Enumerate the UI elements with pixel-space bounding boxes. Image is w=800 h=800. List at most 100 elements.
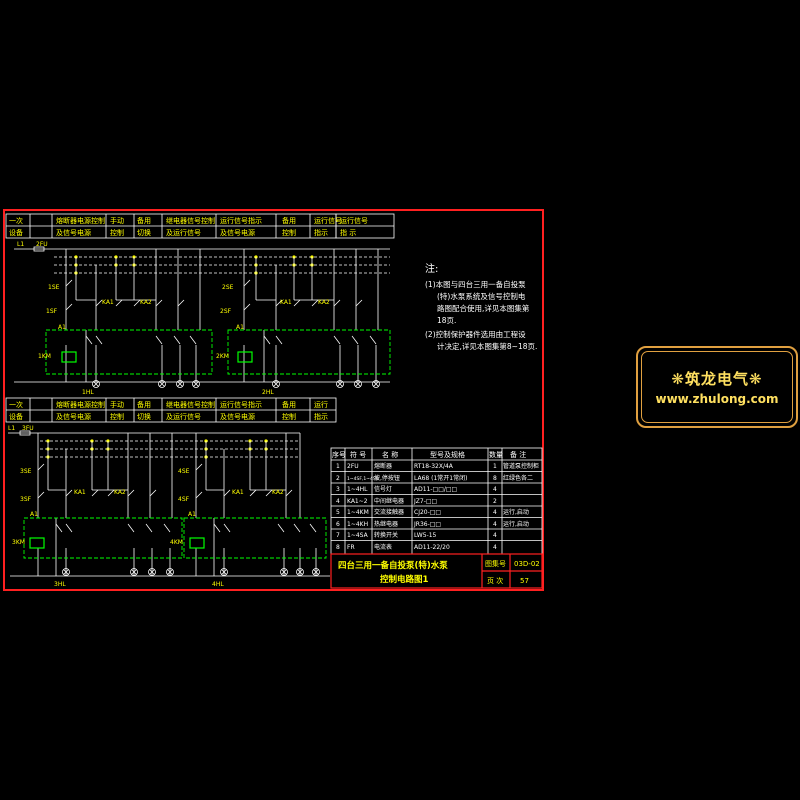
ka-label: KA1: [232, 489, 244, 496]
drawing-title-line2: 控制电路图1: [380, 574, 429, 585]
svg-text:指示: 指示: [314, 228, 328, 237]
logo-name: ❋筑龙电气❋: [671, 370, 763, 388]
drawing-frame: [3, 209, 544, 591]
ref-label-1se: 1SE: [48, 284, 60, 291]
terminal-label: A1: [188, 511, 196, 518]
drawing-title-line1: 四台三用一备自投泵(特)水泵: [338, 560, 448, 571]
table-cell: JR36-□□: [413, 521, 441, 528]
table-cell: 1: [336, 463, 340, 470]
ref-label-4sf: 4SF: [178, 496, 190, 503]
ref-label-3sf: 3SF: [20, 496, 32, 503]
middle-header-strip: [5, 397, 337, 423]
svg-text:控制: 控制: [110, 412, 124, 421]
page-label: 页 次: [487, 576, 503, 585]
table-cell: 8: [493, 475, 497, 482]
svg-text:设备: 设备: [9, 228, 23, 237]
table-cell: 管道泵控制柜: [503, 462, 539, 470]
svg-text:及信号电源: 及信号电源: [56, 228, 91, 237]
table-cell: 热继电器: [374, 520, 398, 528]
table-cell: 电流表: [374, 543, 392, 551]
ka-label: KA2: [114, 489, 126, 496]
table-cell: 1: [493, 463, 497, 470]
table-cell: JZ7-□□: [413, 498, 437, 505]
svg-text:及信号电源: 及信号电源: [56, 412, 91, 421]
svg-text:控制: 控制: [282, 228, 296, 237]
table-cell: 1~4KM: [347, 509, 369, 516]
relay-coil-4: [189, 537, 205, 549]
table-cell: KA1~2: [347, 498, 368, 505]
svg-text:指示: 指示: [314, 412, 328, 421]
notes-line: 18页.: [437, 316, 456, 325]
terminal-label: A1: [30, 511, 38, 518]
notes-line: (2)控制保护器件选用由工程设: [425, 329, 526, 339]
table-cell: 2: [493, 498, 497, 505]
ref-label-1sf: 1SF: [46, 308, 58, 315]
ka-label: KA2: [140, 299, 152, 306]
table-cell: 5: [336, 509, 340, 516]
ka-label: KA1: [102, 299, 114, 306]
title-block: 四台三用一备自投泵(特)水泵 控制电路图1 图集号 03D-02 页 次 57: [330, 553, 543, 589]
watermark-logo-inner: ❋筑龙电气❋ www.zhulong.com: [641, 351, 793, 423]
lower-circuit: L1 3FU: [8, 425, 330, 588]
notes-line: 路图配合使用,详见本图集第: [437, 303, 530, 313]
table-cell: 4: [493, 544, 497, 551]
svg-text:运行信号: 运行信号: [340, 216, 368, 225]
drawing-no: 03D-02: [514, 560, 540, 568]
table-cell: FR: [347, 544, 355, 551]
svg-text:熔断器电源控制: 熔断器电源控制: [56, 216, 105, 225]
table-cell: 转换开关: [374, 531, 398, 539]
drawing-no-label: 图集号: [485, 559, 506, 568]
table-cell: 1~4SF,1~4SE: [347, 476, 379, 482]
table-cell: AD11-□□/□□: [414, 486, 457, 493]
bus-label-bottom: L1: [8, 425, 15, 432]
svg-text:备用: 备用: [282, 400, 296, 409]
table-cell: 7: [336, 532, 340, 539]
terminal-label: A1: [236, 324, 244, 331]
logo-url: www.zhulong.com: [655, 392, 779, 406]
svg-text:继电器信号控制: 继电器信号控制: [166, 216, 215, 225]
table-cell: 运行,启动: [503, 508, 529, 516]
ref-label-2sf: 2SF: [220, 308, 232, 315]
table-cell: 熔断器: [374, 462, 392, 470]
ref-label-4se: 4SE: [178, 468, 190, 475]
svg-text:及信号电源: 及信号电源: [220, 228, 255, 237]
table-cell: 4: [493, 509, 497, 516]
table-cell: LA68 (1常开1常闭): [414, 474, 467, 482]
fuse-label-top: 2FU: [36, 241, 48, 248]
svg-text:备用: 备用: [137, 216, 151, 225]
relay-coil-3: [29, 537, 45, 549]
table-header: 备 注: [510, 450, 526, 459]
bus-label-top: L1: [17, 241, 24, 248]
svg-text:指 示: 指 示: [340, 228, 356, 237]
ka-label: KA1: [280, 299, 292, 306]
hl-label: 2HL: [262, 389, 274, 396]
table-cell: 4: [493, 486, 497, 493]
svg-text:设备: 设备: [9, 412, 23, 421]
table-cell: 1~4HL: [347, 486, 368, 493]
table-cell: 交流接触器: [374, 508, 404, 516]
svg-text:切换: 切换: [137, 228, 151, 237]
watermark-logo: ❋筑龙电气❋ www.zhulong.com: [636, 346, 798, 428]
ref-label-3se: 3SE: [20, 468, 32, 475]
relay-coil-1: [61, 351, 77, 363]
relay-label-4km: 4KM: [170, 539, 183, 546]
table-cell: RT18-32X/4A: [414, 463, 454, 470]
terminal-label: A1: [58, 324, 66, 331]
table-cell: 1~4KH: [347, 521, 368, 528]
table-cell: 信号灯: [374, 485, 392, 493]
table-header: 型号及规格: [430, 450, 465, 459]
svg-text:及信号电源: 及信号电源: [220, 412, 255, 421]
svg-text:一次: 一次: [9, 216, 23, 225]
table-cell: 按,停按钮: [374, 474, 400, 482]
relay-label-2km: 2KM: [216, 353, 229, 360]
relay-coil-2: [237, 351, 253, 363]
svg-text:备用: 备用: [282, 216, 296, 225]
table-cell: 1~4SA: [347, 532, 369, 539]
ka-label: KA1: [74, 489, 86, 496]
svg-text:运行信号: 运行信号: [314, 216, 342, 225]
table-cell: AD11-22/20: [414, 544, 450, 551]
svg-text:手动: 手动: [110, 216, 124, 225]
ref-label-2se: 2SE: [222, 284, 234, 291]
